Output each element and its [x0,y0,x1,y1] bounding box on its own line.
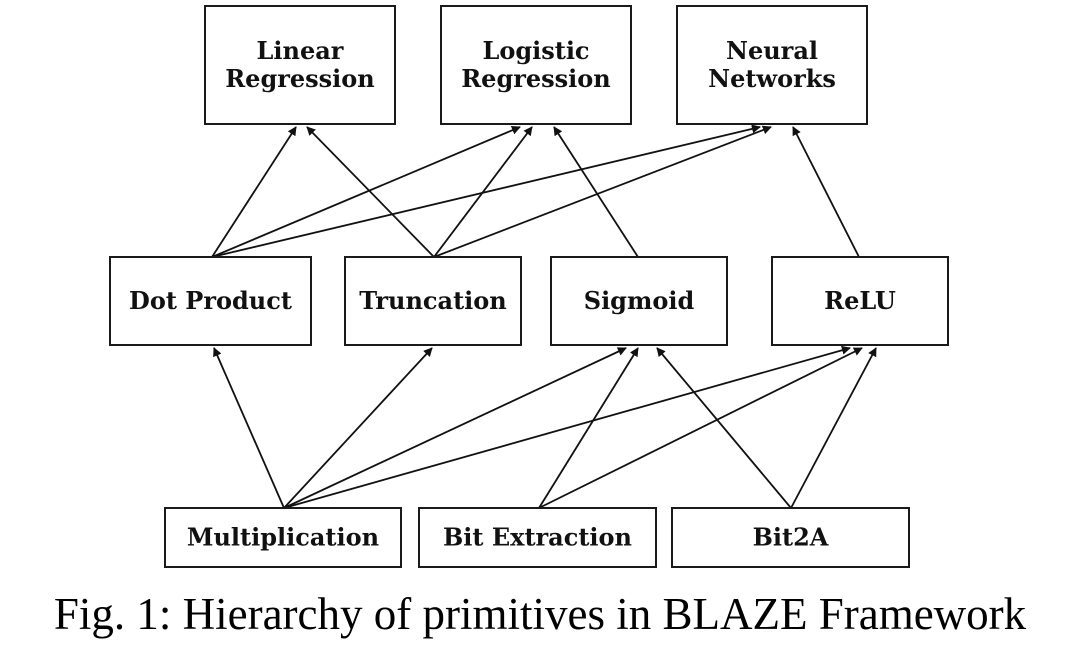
node-bitext: Bit Extraction [418,507,657,568]
node-label: Sigmoid [584,286,695,315]
edge-trunc-to-linear [306,126,435,258]
node-label: Truncation [359,286,506,315]
node-label: Regression [225,64,375,93]
node-label: Dot Product [129,286,292,315]
node-box [550,256,728,346]
node-label: Regression [461,64,611,93]
node-box [676,5,868,125]
edge-bitext-to-relu [538,347,863,509]
nodes-layer: LinearRegressionLogisticRegressionNeural… [109,5,949,568]
edge-bit2a-to-sigmoid [656,347,792,509]
edge-dot-to-neural [211,124,761,258]
node-box [204,5,396,125]
node-label: Multiplication [187,523,379,552]
node-trunc: Truncation [344,256,522,346]
node-dot: Dot Product [109,256,312,346]
node-mult: Multiplication [164,507,402,568]
node-sigmoid: Sigmoid [550,256,728,346]
node-box [344,256,522,346]
node-bit2a: Bit2A [671,507,910,568]
node-label: Logistic [482,36,589,65]
node-label: Bit2A [753,523,829,552]
edge-dot-to-logistic [211,126,521,258]
figure-caption: Fig. 1: Hierarchy of primitives in BLAZE… [53,589,1027,639]
edge-trunc-to-neural [433,125,772,258]
node-box [771,256,949,346]
edge-sigmoid-to-logistic [553,126,639,258]
node-box [109,256,312,346]
node-label: Bit Extraction [443,523,632,552]
node-box [440,5,632,125]
node-label: Linear [257,36,344,65]
node-box [671,507,910,568]
node-label: Networks [708,64,836,93]
edge-mult-to-relu [283,345,851,509]
node-label: ReLU [824,286,896,315]
node-box [164,507,402,568]
node-relu: ReLU [771,256,949,346]
node-label: Neural [726,36,818,65]
edge-bit2a-to-relu [790,347,877,509]
edge-mult-to-sigmoid [283,347,627,509]
edge-mult-to-dot [213,347,285,509]
edge-dot-to-linear [211,126,297,258]
edge-bitext-to-sigmoid [538,347,639,509]
node-box [418,507,657,568]
edges-layer [211,124,877,509]
edge-mult-to-trunc [283,347,433,509]
edge-trunc-to-logistic [433,126,533,258]
edge-relu-to-neural [792,126,860,258]
